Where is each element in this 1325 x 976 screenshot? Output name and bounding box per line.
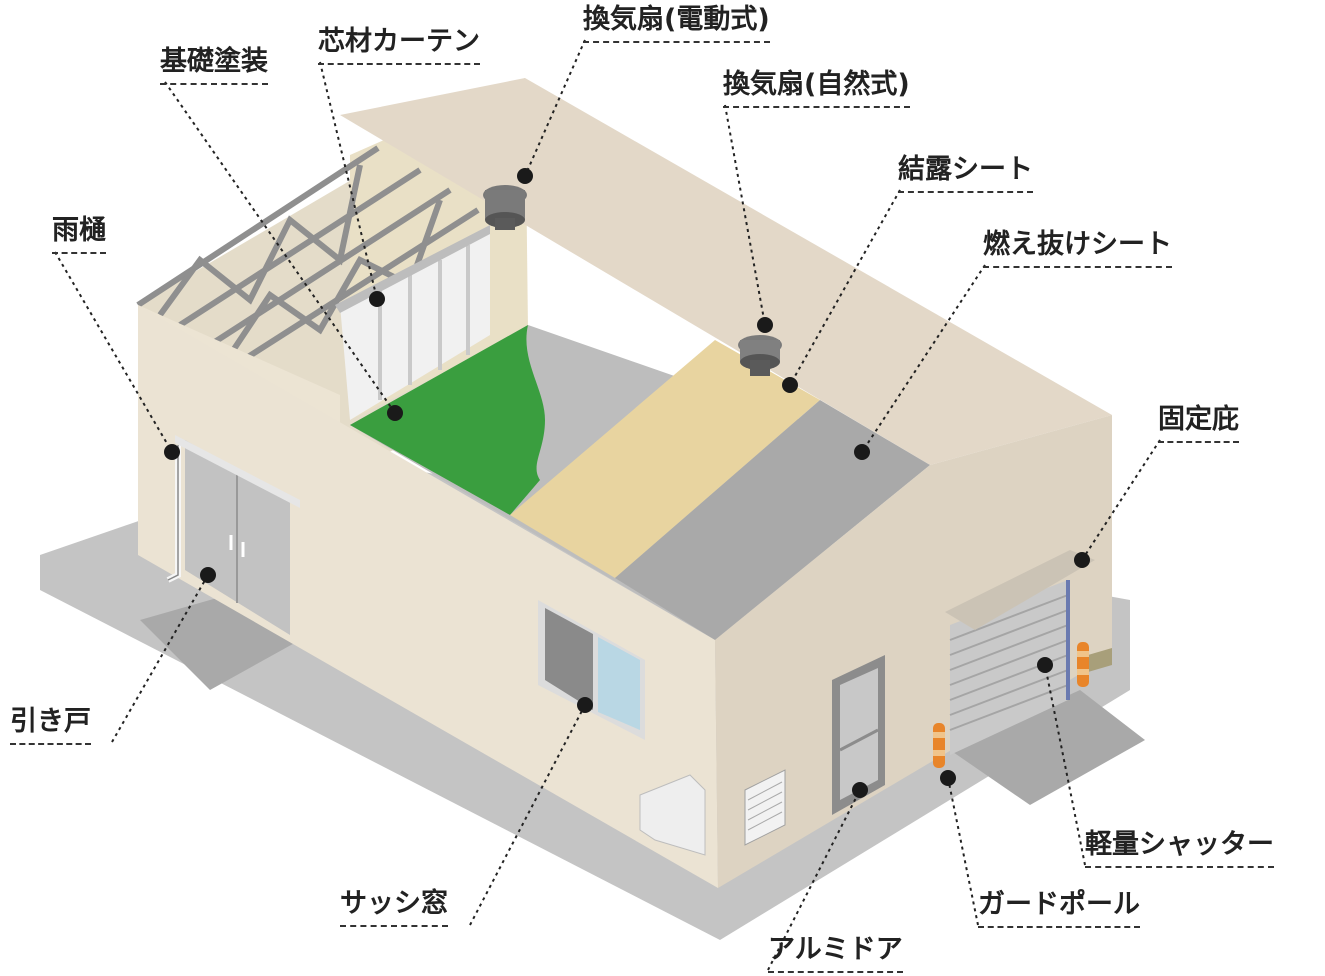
- ac-unit: [639, 774, 706, 856]
- foundation-paint-area: [350, 325, 545, 515]
- label-sash-window: サッシ窓: [340, 887, 448, 927]
- label-burnthrough-sheet: 燃え抜けシート: [983, 228, 1172, 268]
- label-fan-electric: 換気扇(電動式): [583, 3, 770, 43]
- guard-pole-left: [933, 723, 945, 768]
- fan-electric-icon: [483, 185, 527, 230]
- label-condensation-sheet: 結露シート: [898, 153, 1033, 193]
- label-foundation-paint: 基礎塗装: [160, 45, 268, 85]
- callout-dots: [164, 168, 1090, 798]
- sliding-door: [175, 435, 300, 635]
- label-rain-gutter: 雨樋: [52, 214, 106, 254]
- condensation-sheet-area: [510, 340, 820, 578]
- label-aluminum-door: アルミドア: [768, 933, 903, 973]
- wall-vent: [744, 769, 786, 846]
- label-guard-pole: ガードポール: [978, 888, 1140, 928]
- aluminum-door: [832, 655, 885, 815]
- sash-window: [538, 600, 645, 740]
- fixed-canopy-shape: [945, 550, 1095, 630]
- roof-right: [340, 78, 1112, 465]
- burnthrough-sheet-area: [615, 400, 930, 640]
- wall-base-strip: [1088, 648, 1112, 672]
- core-curtain-panel: [335, 225, 490, 420]
- leader-lines: [54, 39, 1161, 971]
- fan-natural-icon: [738, 335, 782, 376]
- label-fan-natural: 換気扇(自然式): [723, 68, 910, 108]
- right-wall: [715, 415, 1112, 888]
- label-sliding-door: 引き戸: [10, 705, 91, 745]
- guard-pole-right: [1077, 642, 1089, 687]
- front-wall: [138, 305, 718, 888]
- label-light-shutter: 軽量シャッター: [1085, 828, 1274, 868]
- ground-shadow-shutter: [950, 690, 1145, 805]
- label-core-curtain: 芯材カーテン: [318, 25, 480, 65]
- label-fixed-canopy: 固定庇: [1158, 403, 1239, 443]
